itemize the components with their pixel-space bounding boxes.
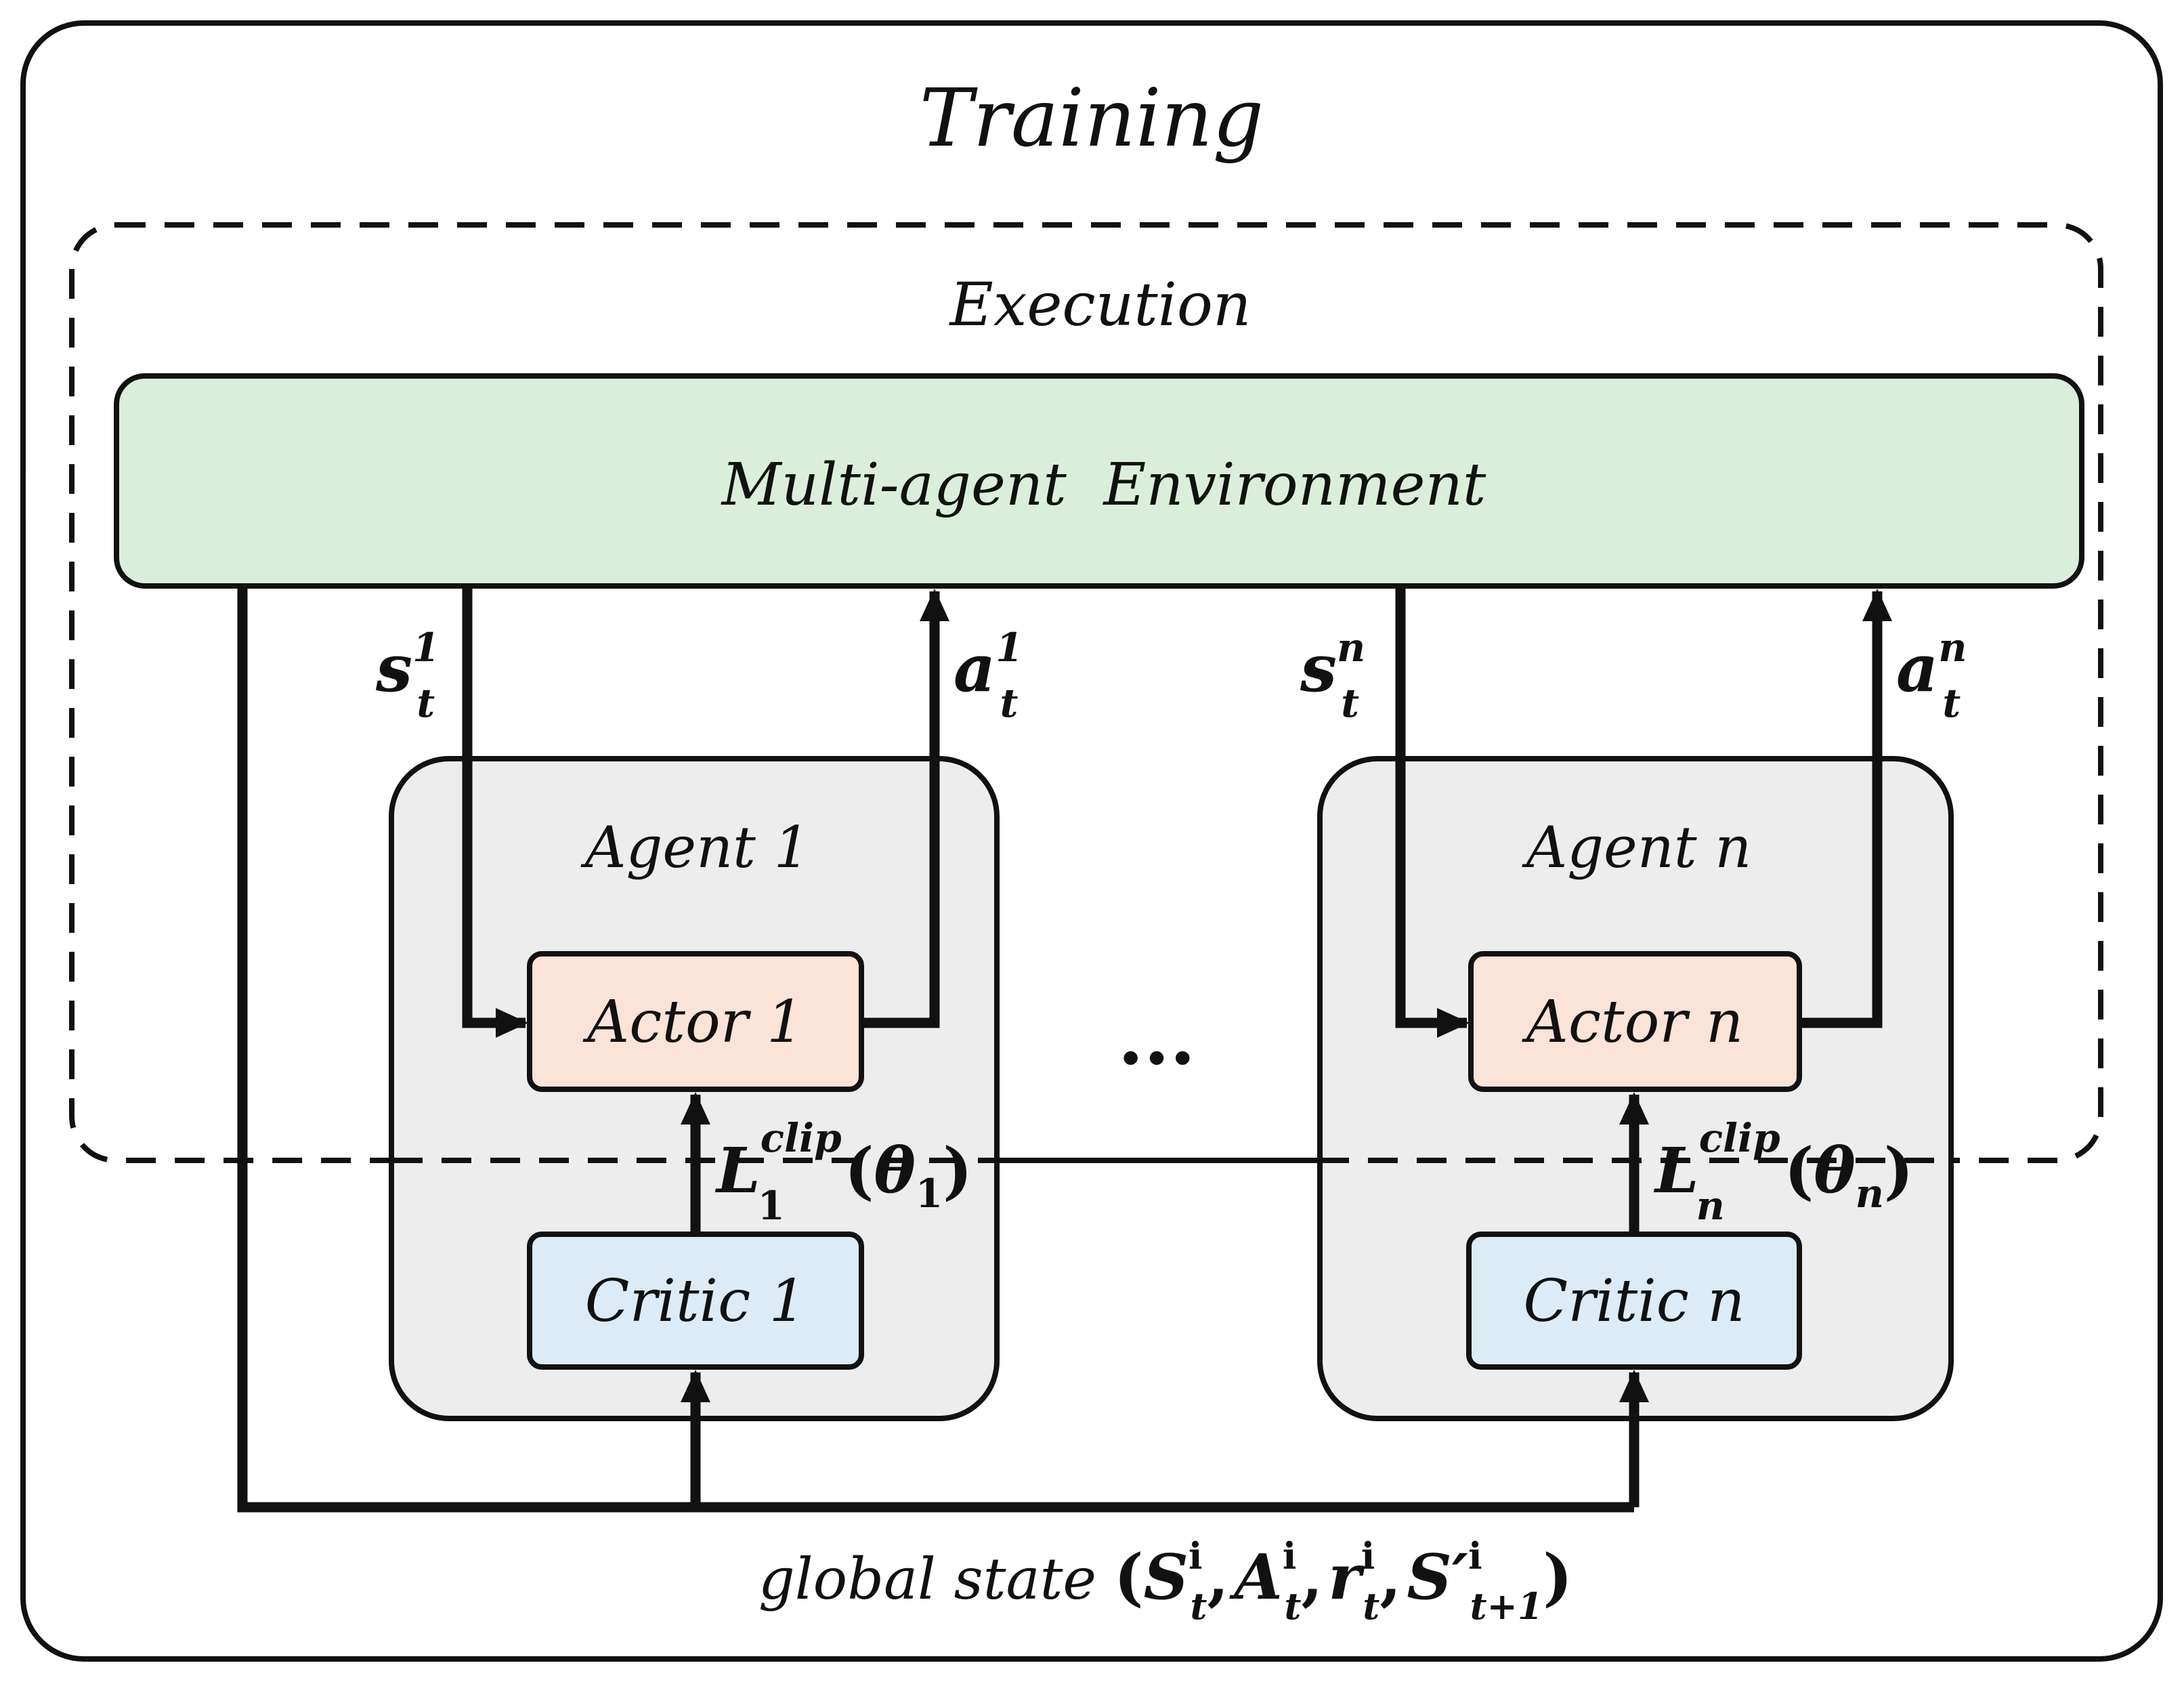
- training-title: Training: [920, 71, 1264, 165]
- action-1-arrow: [861, 589, 949, 1028]
- action-n-arrow: [1799, 589, 1892, 1028]
- critic-1-label: Critic 1: [585, 1267, 807, 1335]
- environment-label: Multi-agent Environment: [721, 451, 1486, 519]
- critic-n-label: Critic n: [1523, 1267, 1744, 1335]
- actor-1-label: Actor 1: [582, 988, 804, 1056]
- agents-ellipsis: ···: [1118, 1014, 1196, 1101]
- agent-1-label: Agent 1: [580, 814, 810, 881]
- agent-n-label: Agent n: [1522, 814, 1752, 881]
- global-state-bus: [237, 586, 1634, 1513]
- environment-box: [114, 373, 2084, 589]
- state-1-arrow: [462, 586, 528, 1038]
- training-frame: [20, 20, 2163, 1662]
- execution-label: Execution: [948, 270, 1251, 339]
- state-n-arrow: [1395, 586, 1470, 1038]
- actor-n-label: Actor n: [1522, 988, 1743, 1056]
